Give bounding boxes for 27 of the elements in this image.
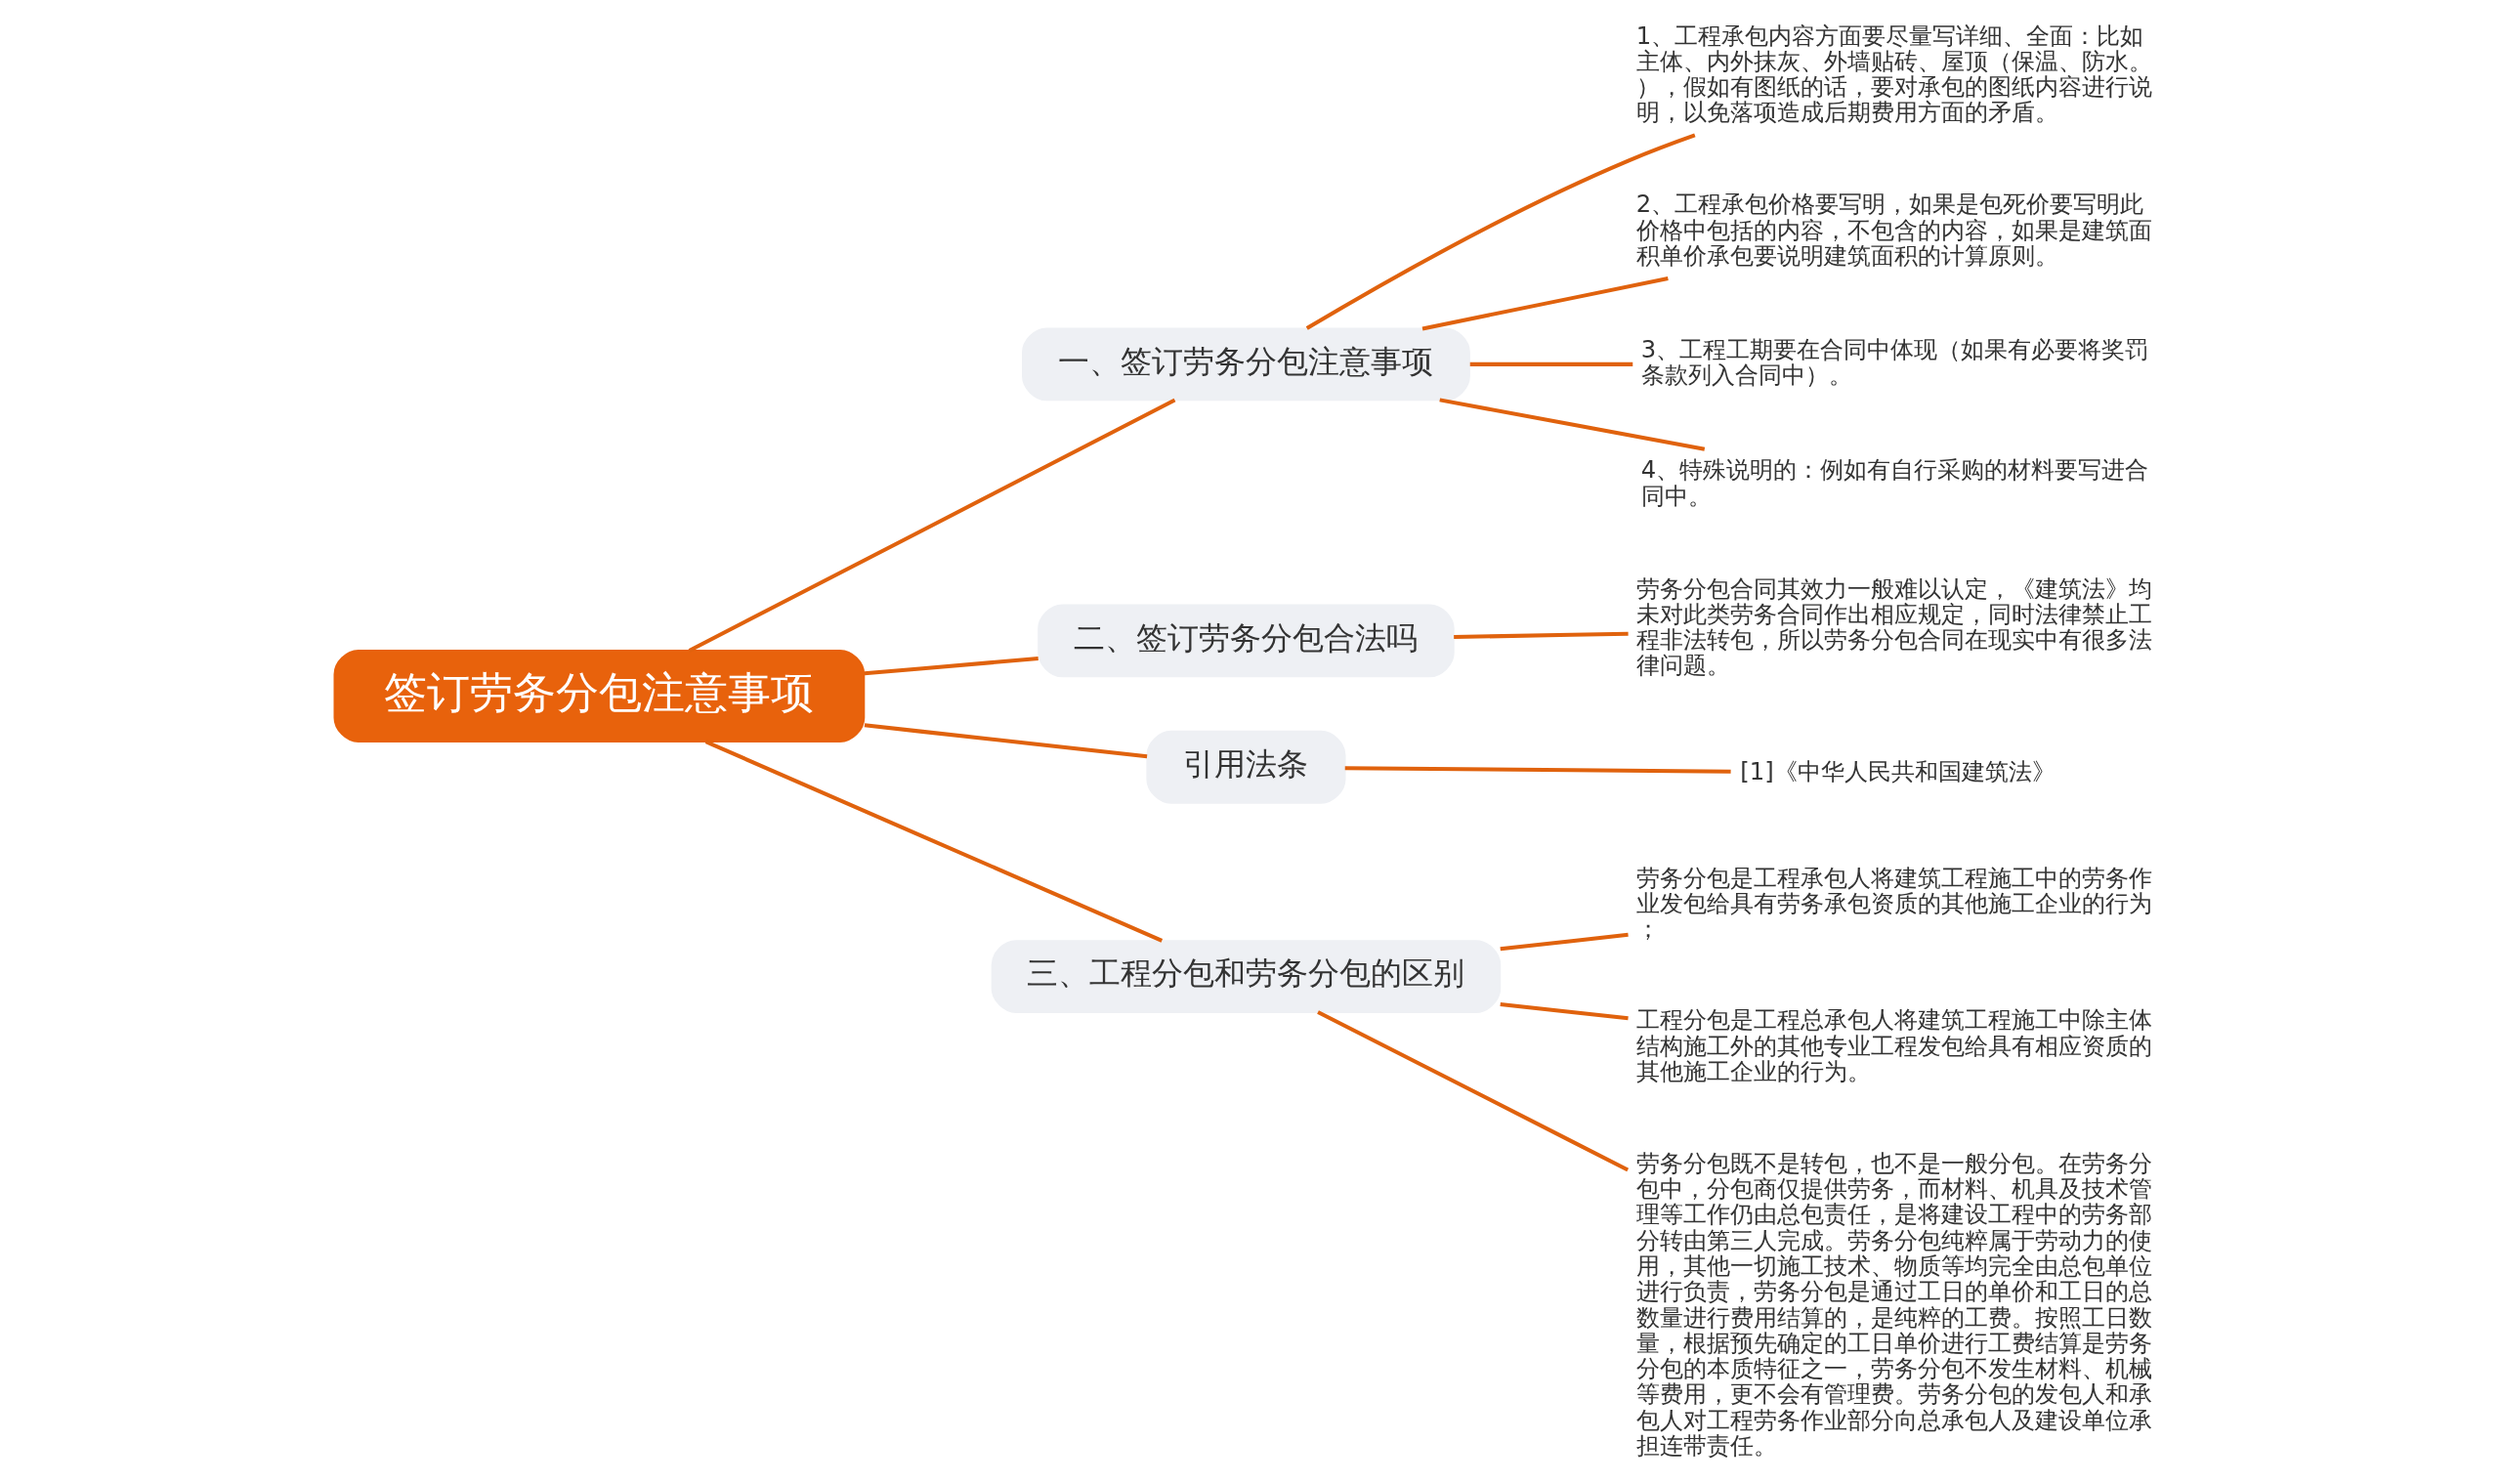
connector [1500,1001,1629,1020]
node-text: 工程分包是工程总承包人将建筑工程施工中除主体结构施工外的其他专业工程发包给具有相应资质的其他施工企业的行为。 [1635,1004,2152,1085]
node-box: 二、签订劳务分包合法吗 [1037,604,1455,677]
node-text: 2、工程承包价格要写明，如果是包死价要写明此价格中包括的内容，不包含的内容，如果是建筑面积单价承包要说明建筑面积的计算原则。 [1635,189,2152,270]
connector [1500,932,1629,951]
connector [864,656,1039,675]
connector [1453,631,1629,639]
node-text: 4、特殊说明的：例如有自行采购的材料要写进合同中。 [1640,454,2148,510]
node-box: 引用法条 [1145,730,1346,804]
connector [688,398,1175,653]
connector [1469,361,1632,366]
connector [1344,765,1731,774]
node-text: 劳务分包既不是转包，也不是一般分包。在劳务分包中，分包商仅提供劳务，而材料、机具及技术管理等工作仍由总包责任，是将建设工程中的劳务部分转由第三人完成。劳务分包纯粹属于劳动力的使用，其他一切施工技术、物质等均完全由总包单位进行负责，劳务分包是通过工日的单价和工日的总数量进行费用结算的，是纯粹的工费。按照工日数量，根据预先确定的工日单价进行工费结算是劳务分包的本质特征之一，劳务分包不发生材料、机械等费用，更不会有管理费。劳务分包的发包人和承包人对工程劳务作业部分向总承包人及建设单位承担连带责任。 [1635,1148,2152,1460]
connector [864,722,1147,758]
node-box: 签订劳务分包注意事项 [333,649,865,742]
node-text: 1、工程承包内容方面要尽量写详细、全面：比如主体、内外抹灰、外墙贴砖、屋顶（保温、防水。），假如有图纸的话，要对承包的图纸内容进行说明，以免落项造成后期费用方面的矛盾。 [1635,21,2152,126]
node-text: [1]《中华人民共和国建筑法》 [1739,756,2056,785]
node-box: 一、签订劳务分包注意事项 [1021,327,1470,401]
node-text: 劳务分包合同其效力一般难以认定，《建筑法》均未对此类劳务合同作出相应规定，同时法律禁止工程非法转包，所以劳务分包合同在现实中有很多法律问题。 [1635,573,2152,679]
connector [1305,133,1696,330]
connector [704,739,1163,943]
connector [1316,1009,1629,1171]
node-text: 3、工程工期要在合同中体现（如果有必要将奖罚条款列入合同中）。 [1640,334,2148,389]
connector [1438,397,1705,451]
connector [1421,276,1669,330]
node-box: 三、工程分包和劳务分包的区别 [991,939,1501,1013]
node-text: 劳务分包是工程承包人将建筑工程施工中的劳务作业发包给具有劳务承包资质的其他施工企业的行为； [1635,863,2152,943]
